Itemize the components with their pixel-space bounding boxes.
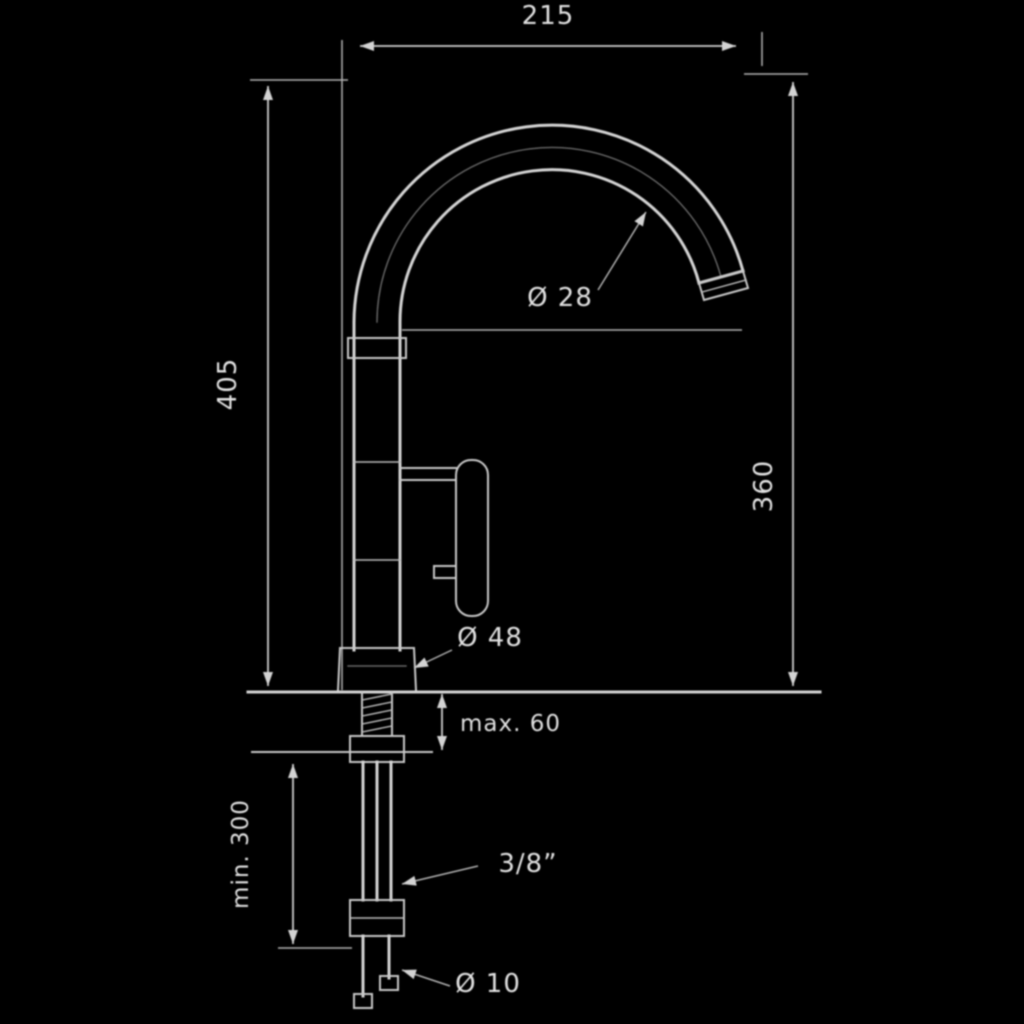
under-counter-hardware [349, 691, 405, 1009]
base-left-edge [336, 646, 342, 692]
base-right-edge [412, 646, 418, 692]
spout-diameter-leader-line [597, 211, 647, 291]
dimension-labels: 215 405 360 Ø 28 Ø 48 max. 60 3/8” min. … [213, 1, 779, 999]
aerator-detail-line [701, 279, 747, 293]
spout-height-label: 360 [749, 460, 779, 513]
overall-height-label: 405 [213, 358, 243, 411]
dimension-lines [250, 32, 808, 987]
stud-label: Ø 10 [455, 969, 521, 999]
hose-connection-label: 3/8” [498, 849, 557, 879]
hose-connection-leader-line [401, 865, 479, 886]
spout-arc [352, 123, 750, 324]
spout-inner-arc [398, 168, 701, 324]
mounting-nut [349, 735, 405, 763]
shank-thread-line [361, 717, 393, 725]
spout-outer-arc [352, 123, 745, 324]
hose-end-right [379, 975, 399, 991]
shank-thread-line [361, 725, 393, 733]
shank-thread-line [361, 709, 393, 717]
hose-end-left [353, 993, 373, 1009]
shank-thread-line [361, 693, 393, 701]
counter-thickness-label: max. 60 [460, 711, 561, 737]
shank-thread-line [361, 701, 393, 709]
spout-diameter-label: Ø 28 [527, 283, 593, 313]
under-counter-label: min. 300 [228, 799, 254, 909]
countertop-section [246, 690, 822, 753]
top-width-label: 215 [522, 1, 575, 31]
lever-handle [455, 459, 489, 617]
stud-leader-line [401, 969, 451, 987]
base-diameter-label: Ø 48 [457, 623, 523, 653]
aerator-outlet [697, 269, 750, 302]
spout-mid-arc [376, 146, 722, 323]
base-diameter-leader-line [413, 649, 453, 669]
faucet-body [336, 320, 489, 692]
